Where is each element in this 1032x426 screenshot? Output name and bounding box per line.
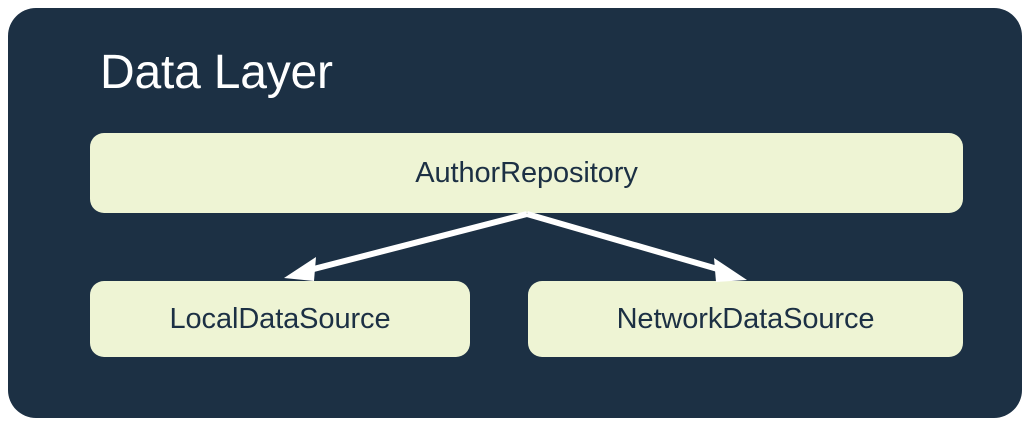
node-local-data-source[interactable]: LocalDataSource xyxy=(90,281,470,357)
node-author-repository[interactable]: AuthorRepository xyxy=(90,133,963,213)
node-local-data-source-label: LocalDataSource xyxy=(169,303,391,335)
node-network-data-source[interactable]: NetworkDataSource xyxy=(528,281,963,357)
node-network-data-source-label: NetworkDataSource xyxy=(616,303,875,335)
layer-title: Data Layer xyxy=(100,46,333,99)
node-author-repository-label: AuthorRepository xyxy=(415,157,638,189)
